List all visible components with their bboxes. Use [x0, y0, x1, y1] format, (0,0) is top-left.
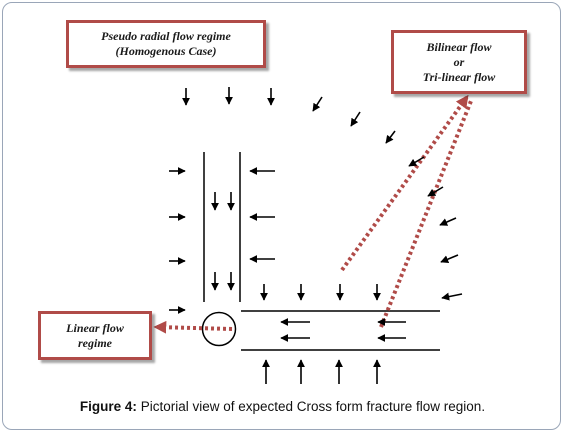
flow-arrow [312, 96, 323, 112]
linear-line1: Linear flow [66, 320, 124, 335]
flow-arrow [440, 254, 459, 263]
flow-arrow [439, 217, 457, 226]
flow-arrow [427, 186, 444, 197]
pseudo-radial-flow-label: Pseudo radial flow regime (Homogenous Ca… [66, 20, 266, 68]
pseudo-radial-line2: (Homogenous Case) [115, 44, 217, 58]
figure-label: Figure 4: [79, 399, 137, 414]
bilinear-flow-label: Bilinear flow or Tri-linear flow [391, 30, 527, 94]
pseudo-radial-line1: Pseudo radial flow regime [101, 29, 231, 43]
figure-caption: Figure 4: Pictorial view of expected Cro… [0, 399, 565, 414]
bilinear-line2: or [453, 54, 465, 69]
linear-line2: regime [78, 335, 112, 350]
flow-arrow [441, 292, 463, 301]
flow-arrow [408, 156, 425, 167]
bilinear-line3: Tri-linear flow [422, 69, 496, 84]
flow-arrow [385, 130, 396, 144]
caption-text: Pictorial view of expected Cross form fr… [136, 399, 486, 414]
dotted-arrow-to-bilinear-1 [340, 94, 469, 272]
flow-arrows [169, 87, 463, 384]
bilinear-line1: Bilinear flow [426, 39, 492, 54]
dotted-arrow-to-bilinear-2 [379, 100, 473, 328]
linear-flow-label: Linear flow regime [38, 311, 152, 360]
figure-frame [2, 2, 561, 430]
flow-arrow [350, 111, 361, 127]
dotted-arrow-to-linear [153, 320, 233, 334]
